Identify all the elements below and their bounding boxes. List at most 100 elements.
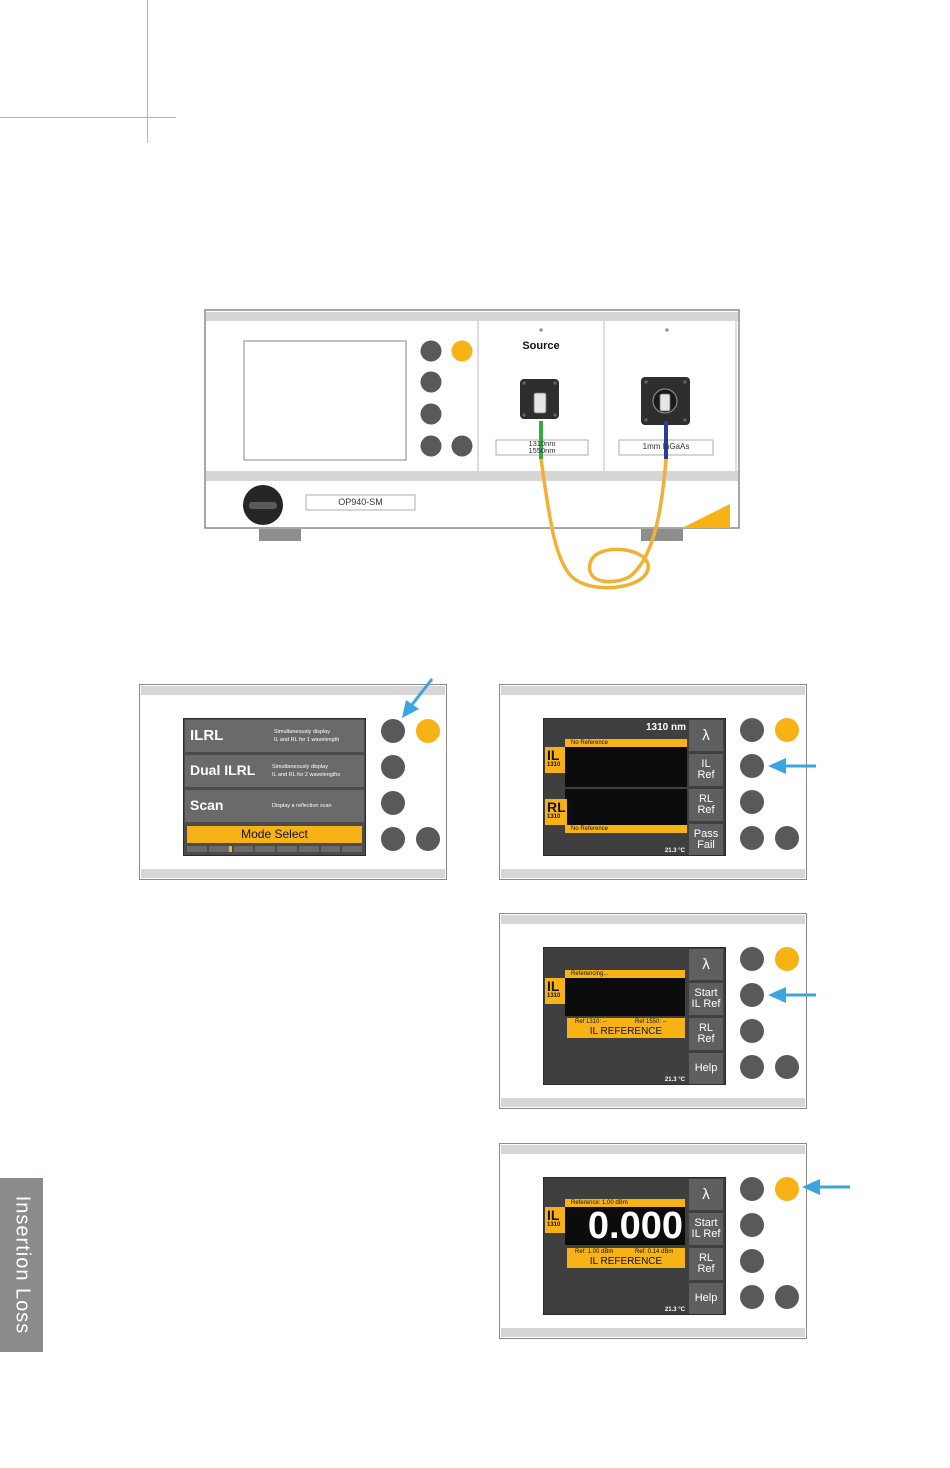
softkey-help[interactable]: Help [689,1283,723,1314]
il-reference-title: IL REFERENCE [589,1026,663,1037]
il-value: 0.000 [587,1205,683,1247]
ref-1550: Ref 1550: -- [635,1019,667,1025]
mode-row-ilrl[interactable]: ILRL Simultaneously display IL and RL fo… [185,720,364,752]
softkey-wavelength[interactable]: λ [689,720,723,751]
panel-button[interactable] [740,1177,764,1201]
fiber-cable [539,458,668,590]
panel-button[interactable] [740,983,764,1007]
softkey-help[interactable]: Help [689,1053,723,1084]
panel-button[interactable] [740,790,764,814]
arrow-icon [802,1179,850,1195]
foot-right [641,529,683,541]
rl-status-bar: No Reference [565,825,687,833]
device-button [420,403,442,425]
device-top-strip [206,312,738,321]
softkey-wavelength[interactable]: λ [689,949,723,980]
port1-line1: 1310nm [528,439,556,448]
panel-button[interactable] [381,755,405,779]
softkey-start-il-ref[interactable]: Start IL Ref [689,1213,723,1245]
panel-button[interactable] [775,826,799,850]
il-readout [565,747,687,787]
il-readout [565,978,685,1016]
panel-button[interactable] [740,1285,764,1309]
mode-row-desc: IL and RL for 1 wavelength [274,737,340,743]
panel-button-yellow[interactable] [775,1177,799,1201]
device-button [420,340,442,362]
panel-button[interactable] [740,754,764,778]
panel-button[interactable] [381,827,405,851]
panel-button[interactable] [775,1285,799,1309]
device-button [420,435,442,457]
page-indicator [187,846,362,852]
temperature: 21.3 °C [664,1077,685,1083]
corner-accent [682,504,730,528]
softkey-start-il-ref[interactable]: Start IL Ref [689,983,723,1015]
arrow-icon [768,758,816,774]
referencing-status: Referencing... [565,970,685,978]
port1-line2: 1550nm [528,446,556,455]
mode-row-desc: Simultaneously display [272,764,328,770]
device-display [243,340,407,461]
foot-left [259,529,301,541]
panel-button-yellow[interactable] [775,718,799,742]
mode-row-desc: IL and RL for 2 wavelengths [272,772,341,778]
arrow-icon [402,678,434,718]
wavelength-readout: 1310 nm [645,722,686,733]
mode-screen: ILRL Simultaneously display IL and RL fo… [183,718,366,856]
panel-button[interactable] [416,827,440,851]
softkey-wavelength[interactable]: λ [689,1179,723,1210]
section-tab: Insertion Loss [0,1178,43,1352]
panel-button[interactable] [740,718,764,742]
section-tab-label: Insertion Loss [11,1195,33,1335]
device-button-yellow [451,340,473,362]
softkey-il-ref[interactable]: IL Ref [689,754,723,786]
panel-button[interactable] [740,1055,764,1079]
mode-row-title: Dual ILRL [190,762,256,778]
model-label-box [305,494,416,511]
softkey-pass-fail[interactable]: Pass Fail [689,824,723,855]
mode-row-scan[interactable]: Scan Display a reflection scan [185,790,364,822]
mode-select-footer[interactable]: Mode Select [187,826,362,843]
panel-button[interactable] [381,719,405,743]
port2-type: 1mm InGaAs [642,442,690,451]
panel-button[interactable] [740,826,764,850]
temperature: 21.3 °C [664,848,685,854]
panel-button[interactable] [740,947,764,971]
device-mid-strip [206,471,738,481]
softkey-rl-ref[interactable]: RL Ref [689,1018,723,1050]
led-dot [539,328,543,332]
il-status-bar: No Reference [565,739,687,747]
softkey-rl-ref[interactable]: RL Ref [689,789,723,821]
mode-select-panel: ILRL Simultaneously display IL and RL fo… [139,684,447,880]
mode-row-desc: Display a reflection scan [272,803,332,809]
device-button [420,371,442,393]
ref-value-2: Ref: 0.14 dBm [635,1249,674,1255]
rl-readout [565,789,687,825]
reference-status: Reference: 1.00 dBm [565,1199,685,1207]
temperature: 21.3 °C [664,1307,685,1313]
softkey-rl-ref[interactable]: RL Ref [689,1248,723,1280]
panel-button-yellow[interactable] [775,947,799,971]
mode-row-dual-ilrl[interactable]: Dual ILRL Simultaneously display IL and … [185,755,364,787]
panel-button[interactable] [740,1019,764,1043]
panel-button[interactable] [381,791,405,815]
model-label: OP940-SM [338,497,383,507]
source-label: Source [522,340,560,352]
port1-wavelengths: 1310nm 1550nm [496,439,588,455]
panel-button[interactable] [740,1213,764,1237]
device-diagram: Source 1310nm 1550nm 1mm InGaAs OP940-SM [204,309,740,591]
panel-button[interactable] [740,1249,764,1273]
ref-box: Ref 1310: -- Ref 1550: -- IL REFERENCE [567,1018,685,1038]
led-dot [665,328,669,332]
panel-button-yellow[interactable] [416,719,440,743]
ref-box: Ref: 1.00 dBm Ref: 0.14 dBm IL REFERENCE [567,1248,685,1268]
panel-button[interactable] [775,1055,799,1079]
mode-row-title: ILRL [190,727,224,744]
mode-row-title: Scan [190,797,224,813]
